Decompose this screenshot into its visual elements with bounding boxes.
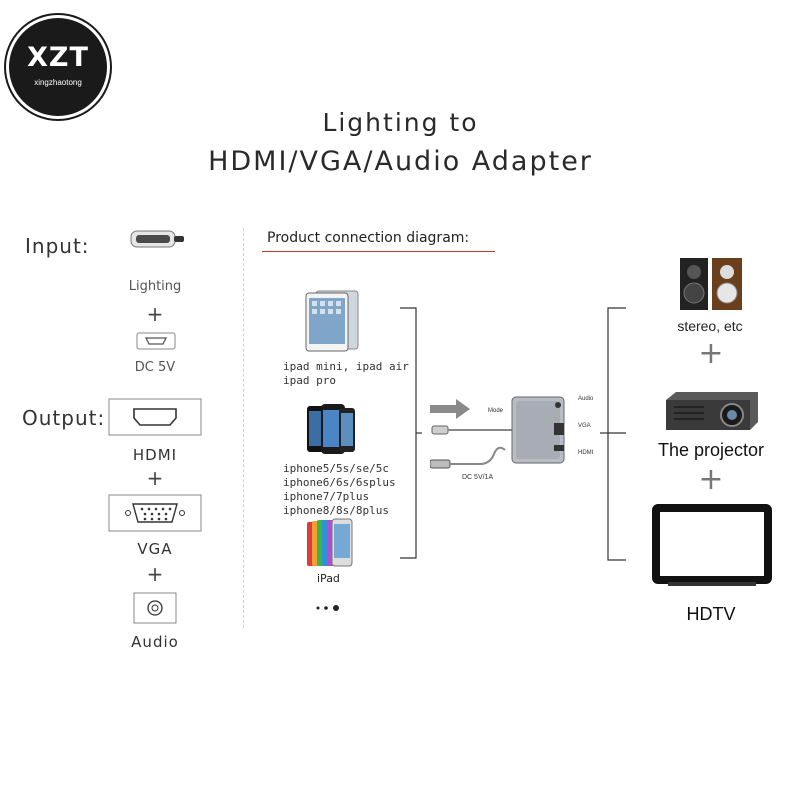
- adapter-dc-label: DC 5V/1A: [462, 474, 494, 481]
- stereo-label: stereo, etc: [677, 318, 743, 334]
- diagram-heading: Product connection diagram:: [267, 230, 470, 246]
- right-bracket: [600, 307, 626, 561]
- section-divider: [243, 228, 244, 628]
- adapter-device: [511, 396, 565, 464]
- adapter-vga-label: VGA: [578, 423, 591, 429]
- ipad-models-line-2: ipad pro: [283, 374, 336, 387]
- iphone-models-line-1: iphone5/5s/se/5c: [283, 462, 389, 475]
- plus-sign: +: [146, 562, 164, 586]
- ipad-device-icon: [305, 290, 359, 352]
- output-label: Output:: [22, 406, 106, 430]
- plus-sign: +: [146, 466, 164, 490]
- logo-brand-text: XZT: [27, 42, 89, 73]
- audio-jack-icon: [133, 592, 177, 624]
- speakers-icon: [680, 258, 742, 310]
- plus-sign: +: [698, 462, 724, 497]
- lighting-label: Lighting: [128, 279, 182, 294]
- adapter-mode-label: Mode: [488, 408, 504, 414]
- plus-sign: +: [146, 302, 164, 326]
- tv-icon: [652, 504, 772, 586]
- ipod-label: iPad: [317, 572, 340, 585]
- input-label: Input:: [25, 234, 90, 258]
- title-line-2: HDMI/VGA/Audio Adapter: [208, 146, 593, 177]
- hdtv-label: HDTV: [686, 604, 736, 624]
- more-devices-dots: [316, 605, 339, 611]
- hdmi-port-icon: [108, 398, 202, 436]
- lightning-plug-icon: [130, 230, 184, 248]
- ipad-models-line-1: ipad mini, ipad air: [283, 360, 409, 373]
- logo-sub-text: xingzhaotong: [34, 78, 82, 87]
- title-line-1: Lighting to: [322, 108, 479, 137]
- right-arrow-icon: [430, 399, 470, 419]
- vga-port-icon: [108, 494, 202, 532]
- projector-label: The projector: [657, 440, 765, 460]
- brand-logo: XZT xingzhaotong: [9, 18, 107, 116]
- iphone-device-icon: [307, 404, 355, 454]
- plus-sign: +: [698, 336, 724, 371]
- adapter-hdmi-label: HDMI: [578, 450, 594, 456]
- vga-label: VGA: [137, 540, 173, 558]
- projector-icon: [666, 392, 758, 430]
- adapter-audio-label: Audio: [578, 396, 594, 402]
- micro-usb-port-icon: [136, 332, 176, 350]
- iphone-models-line-2: iphone6/6s/6splus: [283, 476, 396, 489]
- dc-label: DC 5V: [134, 360, 176, 375]
- iphone-models-line-4: iphone8/8s/8plus: [283, 504, 389, 517]
- heading-underline: [262, 251, 495, 252]
- adapter-cables: [430, 425, 515, 469]
- ipod-device-icon: [307, 518, 353, 567]
- left-bracket: [400, 307, 422, 559]
- audio-label: Audio: [131, 633, 179, 651]
- hdmi-label: HDMI: [132, 446, 178, 464]
- iphone-models-line-3: iphone7/7plus: [283, 490, 370, 503]
